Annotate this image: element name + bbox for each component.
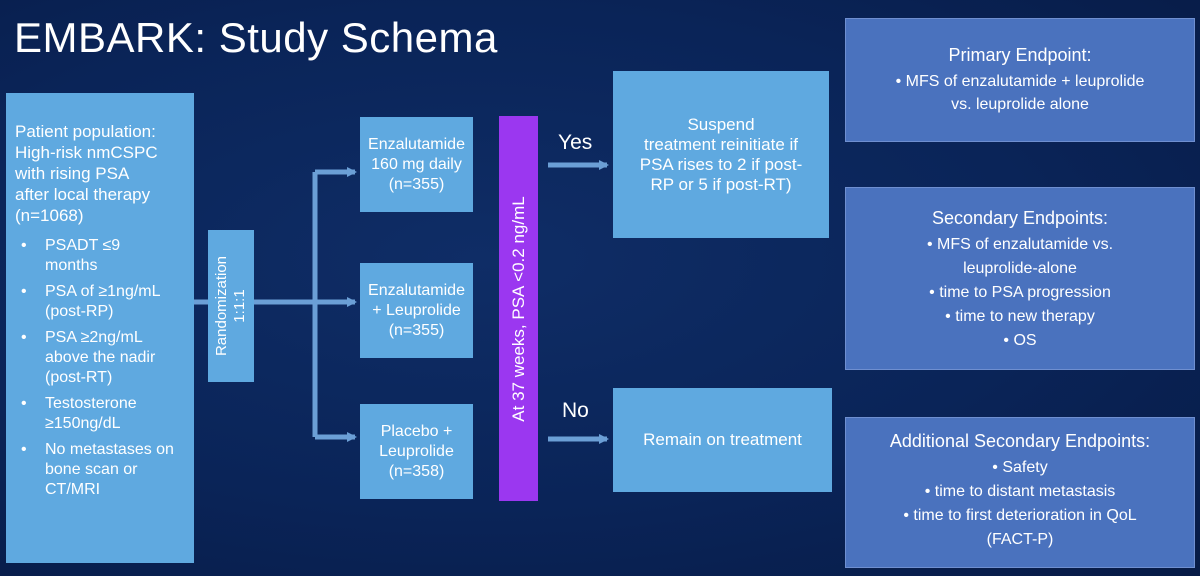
additional-secondary-endpoints-box: Additional Secondary Endpoints: • Safety… — [845, 417, 1195, 568]
suspend-line: PSA rises to 2 if post- — [639, 154, 803, 174]
slide-title: EMBARK: Study Schema — [14, 14, 498, 61]
psa-check-label: At 37 weeks, PSA <0.2 ng/mL — [508, 195, 528, 422]
arm-count: (n=355) — [388, 175, 445, 193]
population-heading-line: with rising PSA — [15, 164, 130, 183]
arm-count: (n=355) — [388, 321, 445, 339]
remain-on-treatment-box: Remain on treatment — [613, 388, 832, 492]
suspend-line: Suspend — [687, 114, 755, 134]
criteria-text: PSA of ≥1ng/mL — [45, 283, 161, 300]
criteria-item: • PSADT ≤9 months — [15, 236, 188, 276]
remain-label: Remain on treatment — [643, 430, 802, 449]
secondary-endpoint-line: • time to new therapy — [945, 308, 1095, 325]
primary-endpoint-line: vs. leuprolide alone — [951, 96, 1089, 113]
criteria-item: • PSA ≥2ng/mL above the nadir (post-RT) — [15, 328, 188, 388]
bullet-icon: • — [21, 329, 27, 346]
population-heading-line: (n=1068) — [15, 206, 84, 225]
yes-label: Yes — [558, 131, 593, 154]
psa-check-bar: At 37 weeks, PSA <0.2 ng/mL — [499, 116, 538, 501]
criteria-list: • PSADT ≤9 months • PSA of ≥1ng/mL (post… — [15, 236, 188, 500]
secondary-endpoint-line: • time to PSA progression — [929, 284, 1111, 301]
population-heading-line: High-risk nmCSPC — [15, 143, 158, 162]
criteria-text: No metastases on — [45, 441, 174, 458]
arm-enzalutamide-leuprolide-box: Enzalutamide + Leuprolide (n=355) — [360, 263, 473, 358]
arm-line: Enzalutamide — [368, 135, 465, 153]
suspend-line: treatment reinitiate if — [643, 134, 798, 154]
primary-endpoint-title: Primary Endpoint: — [948, 45, 1092, 65]
criteria-text: PSA ≥2ng/mL — [45, 329, 143, 346]
no-label: No — [562, 399, 589, 422]
primary-endpoint-box: Primary Endpoint: • MFS of enzalutamide … — [845, 18, 1195, 142]
criteria-text: (post-RP) — [45, 303, 114, 320]
secondary-endpoints-box: Secondary Endpoints: • MFS of enzalutami… — [845, 187, 1195, 370]
bullet-icon: • — [21, 441, 27, 458]
criteria-text: above the nadir — [45, 349, 156, 366]
criteria-text: ≥150ng/dL — [45, 415, 121, 432]
population-heading-line: Patient population: — [15, 122, 156, 141]
secondary-endpoint-line: leuprolide-alone — [963, 260, 1077, 277]
randomization-ratio: 1:1:1 — [231, 289, 248, 323]
arm-line: Placebo + — [380, 422, 453, 440]
secondary-endpoint-line: • MFS of enzalutamide vs. — [926, 236, 1114, 253]
arm-line: 160 mg daily — [371, 155, 462, 173]
criteria-text: (post-RT) — [45, 369, 113, 386]
criteria-item: • No metastases on bone scan or CT/MRI — [15, 440, 188, 500]
primary-endpoint-line: • MFS of enzalutamide + leuprolide — [895, 73, 1145, 90]
criteria-text: months — [45, 257, 98, 274]
criteria-text: bone scan or — [45, 461, 138, 478]
arm-count: (n=358) — [388, 462, 445, 480]
arm-line: + Leuprolide — [372, 301, 461, 319]
additional-endpoint-line: • time to distant metastasis — [924, 483, 1116, 500]
bullet-icon: • — [21, 283, 27, 300]
patient-population-box: Patient population: High-risk nmCSPC wit… — [6, 93, 194, 563]
additional-endpoint-line: (FACT-P) — [986, 531, 1054, 548]
randomization-box: Randomization 1:1:1 — [208, 230, 254, 382]
secondary-endpoint-line: • OS — [1003, 332, 1037, 349]
arm-line: Leuprolide — [379, 442, 454, 460]
bullet-icon: • — [21, 395, 27, 412]
arm-placebo-leuprolide-box: Placebo + Leuprolide (n=358) — [360, 404, 473, 499]
bullet-icon: • — [21, 237, 27, 254]
criteria-text: Testosterone — [45, 395, 137, 412]
criteria-text: CT/MRI — [45, 481, 101, 498]
additional-endpoint-line: • Safety — [992, 459, 1048, 476]
randomization-label: Randomization — [213, 255, 230, 357]
arm-line: Enzalutamide — [368, 281, 465, 299]
criteria-text: PSADT ≤9 — [45, 237, 121, 254]
secondary-endpoints-title: Secondary Endpoints: — [931, 208, 1109, 228]
arm-enzalutamide-box: Enzalutamide 160 mg daily (n=355) — [360, 117, 473, 212]
suspend-line: RP or 5 if post-RT) — [650, 174, 792, 194]
additional-endpoint-line: • time to first deterioration in QoL — [903, 507, 1137, 524]
criteria-item: • PSA of ≥1ng/mL (post-RP) — [15, 282, 188, 322]
suspend-treatment-box: Suspend treatment reinitiate if PSA rise… — [613, 71, 829, 238]
population-heading-line: after local therapy — [15, 185, 151, 204]
additional-endpoints-title: Additional Secondary Endpoints: — [889, 431, 1151, 451]
criteria-item: • Testosterone ≥150ng/dL — [15, 394, 188, 434]
